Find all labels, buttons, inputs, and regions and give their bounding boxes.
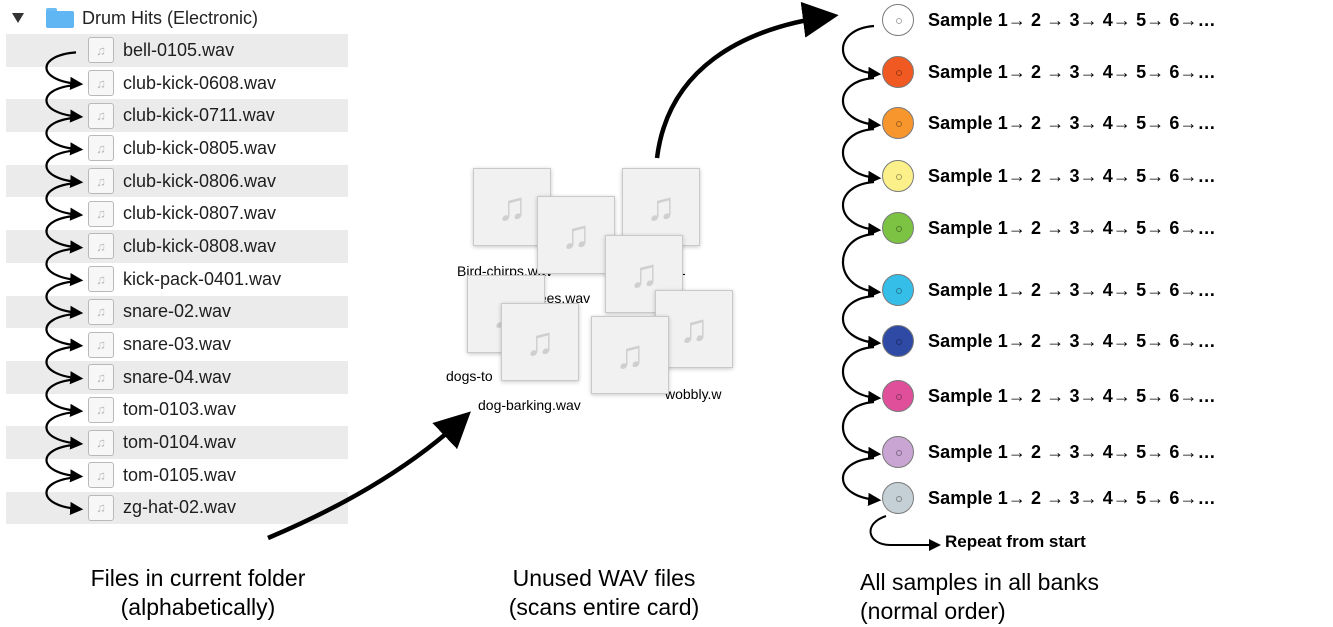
- bank-order-arrows: [843, 26, 878, 500]
- next-item-arrow: [46, 216, 80, 248]
- next-item-arrow: [46, 314, 80, 346]
- next-item-arrow: [843, 296, 878, 343]
- next-item-arrow: [843, 129, 878, 178]
- repeat-arrow: [871, 516, 938, 545]
- next-item-arrow: [46, 52, 80, 84]
- next-item-arrow: [843, 78, 878, 125]
- next-item-arrow: [843, 347, 878, 398]
- next-item-arrow: [46, 150, 80, 182]
- next-item-arrow: [46, 445, 80, 477]
- file-order-arrows: [46, 52, 80, 509]
- next-item-arrow: [843, 234, 878, 292]
- next-item-arrow: [46, 379, 80, 411]
- next-item-arrow: [843, 26, 878, 74]
- next-item-arrow: [843, 402, 878, 454]
- next-item-arrow: [46, 183, 80, 215]
- arrow-to-banks: [657, 16, 832, 158]
- next-item-arrow: [46, 412, 80, 444]
- next-item-arrow: [46, 118, 80, 150]
- next-item-arrow: [46, 249, 80, 281]
- next-item-arrow: [843, 182, 878, 230]
- arrow-to-unused-wavs: [268, 416, 466, 538]
- next-item-arrow: [46, 85, 80, 117]
- next-item-arrow: [46, 347, 80, 379]
- next-item-arrow: [843, 458, 878, 500]
- next-item-arrow: [46, 477, 80, 509]
- next-item-arrow: [46, 281, 80, 313]
